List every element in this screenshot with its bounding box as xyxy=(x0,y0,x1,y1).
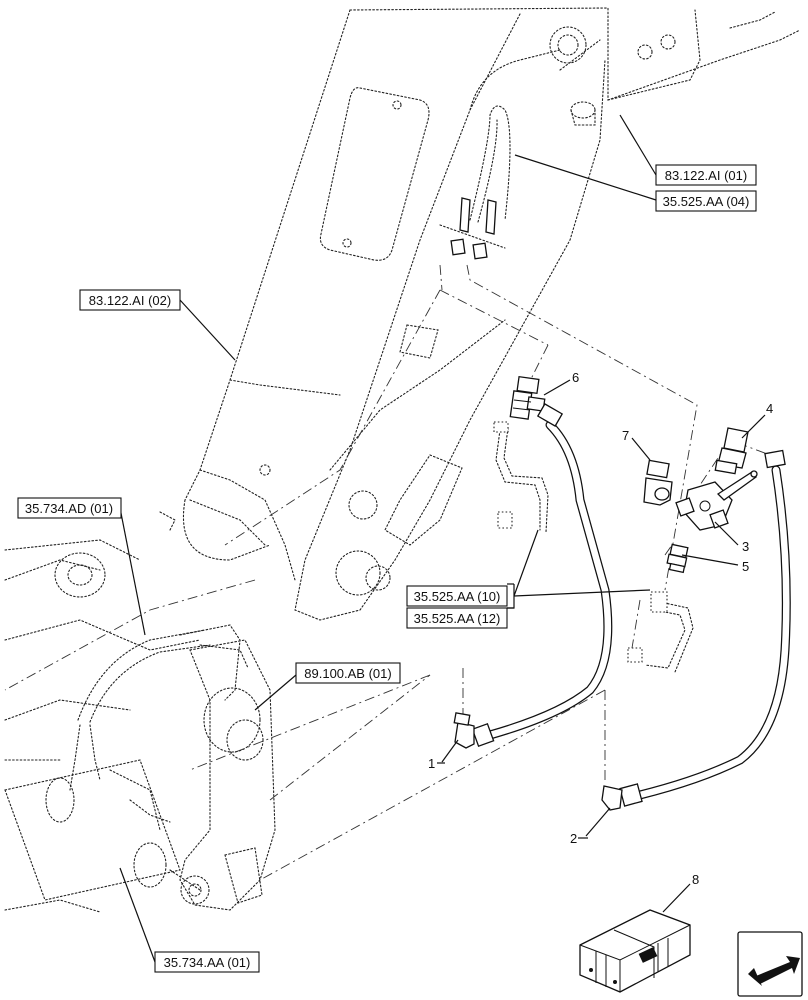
loader-boom-outline xyxy=(159,7,801,621)
boom-quick-couplers xyxy=(450,197,497,260)
reference-35-525-aa-10[interactable]: 35.525.AA (10) xyxy=(406,585,508,607)
part-6-tee-fitting xyxy=(509,375,546,420)
part-5-nipple-fitting xyxy=(666,543,689,574)
svg-text:35.525.AA (12): 35.525.AA (12) xyxy=(414,611,501,626)
reference-35-734-ad-01[interactable]: 35.734.AD (01) xyxy=(17,497,122,519)
callout-1: 1 xyxy=(428,756,435,771)
svg-text:35.525.AA (10): 35.525.AA (10) xyxy=(414,589,501,604)
callout-6: 6 xyxy=(572,370,579,385)
svg-text:83.122.AI (02): 83.122.AI (02) xyxy=(89,293,171,308)
callout-4: 4 xyxy=(766,401,773,416)
next-page-arrow-icon[interactable] xyxy=(737,931,803,997)
part-3-ball-valve xyxy=(675,470,758,531)
tube-assemblies-phantom xyxy=(493,421,694,673)
callout-5: 5 xyxy=(742,559,749,574)
callout-8: 8 xyxy=(692,872,699,887)
callout-7: 7 xyxy=(622,428,629,443)
part-1-hydraulic-hose xyxy=(453,403,613,749)
part-2-hydraulic-hose xyxy=(601,449,791,811)
lower-frame-outline xyxy=(4,539,276,913)
svg-text:83.122.AI (01): 83.122.AI (01) xyxy=(665,168,747,183)
reference-35-525-aa-12[interactable]: 35.525.AA (12) xyxy=(406,607,508,629)
part-7-elbow-fitting xyxy=(643,459,673,506)
part-8-kit-box xyxy=(579,909,691,993)
reference-89-100-ab-01[interactable]: 89.100.AB (01) xyxy=(295,662,401,684)
svg-text:35.734.AA (01): 35.734.AA (01) xyxy=(164,955,251,970)
reference-35-525-aa-04[interactable]: 35.525.AA (04) xyxy=(655,190,757,212)
part-4-adapter-fitting xyxy=(714,427,749,475)
leader-lines xyxy=(119,114,766,963)
callout-3: 3 xyxy=(742,539,749,554)
callout-2: 2 xyxy=(570,831,577,846)
reference-83-122-ai-01[interactable]: 83.122.AI (01) xyxy=(655,164,757,186)
phantom-lines xyxy=(4,264,771,881)
svg-text:89.100.AB (01): 89.100.AB (01) xyxy=(304,666,391,681)
reference-83-122-ai-02[interactable]: 83.122.AI (02) xyxy=(79,289,181,311)
svg-text:35.525.AA (04): 35.525.AA (04) xyxy=(663,194,750,209)
reference-35-734-aa-01[interactable]: 35.734.AA (01) xyxy=(154,951,260,973)
svg-text:35.734.AD (01): 35.734.AD (01) xyxy=(25,501,113,516)
